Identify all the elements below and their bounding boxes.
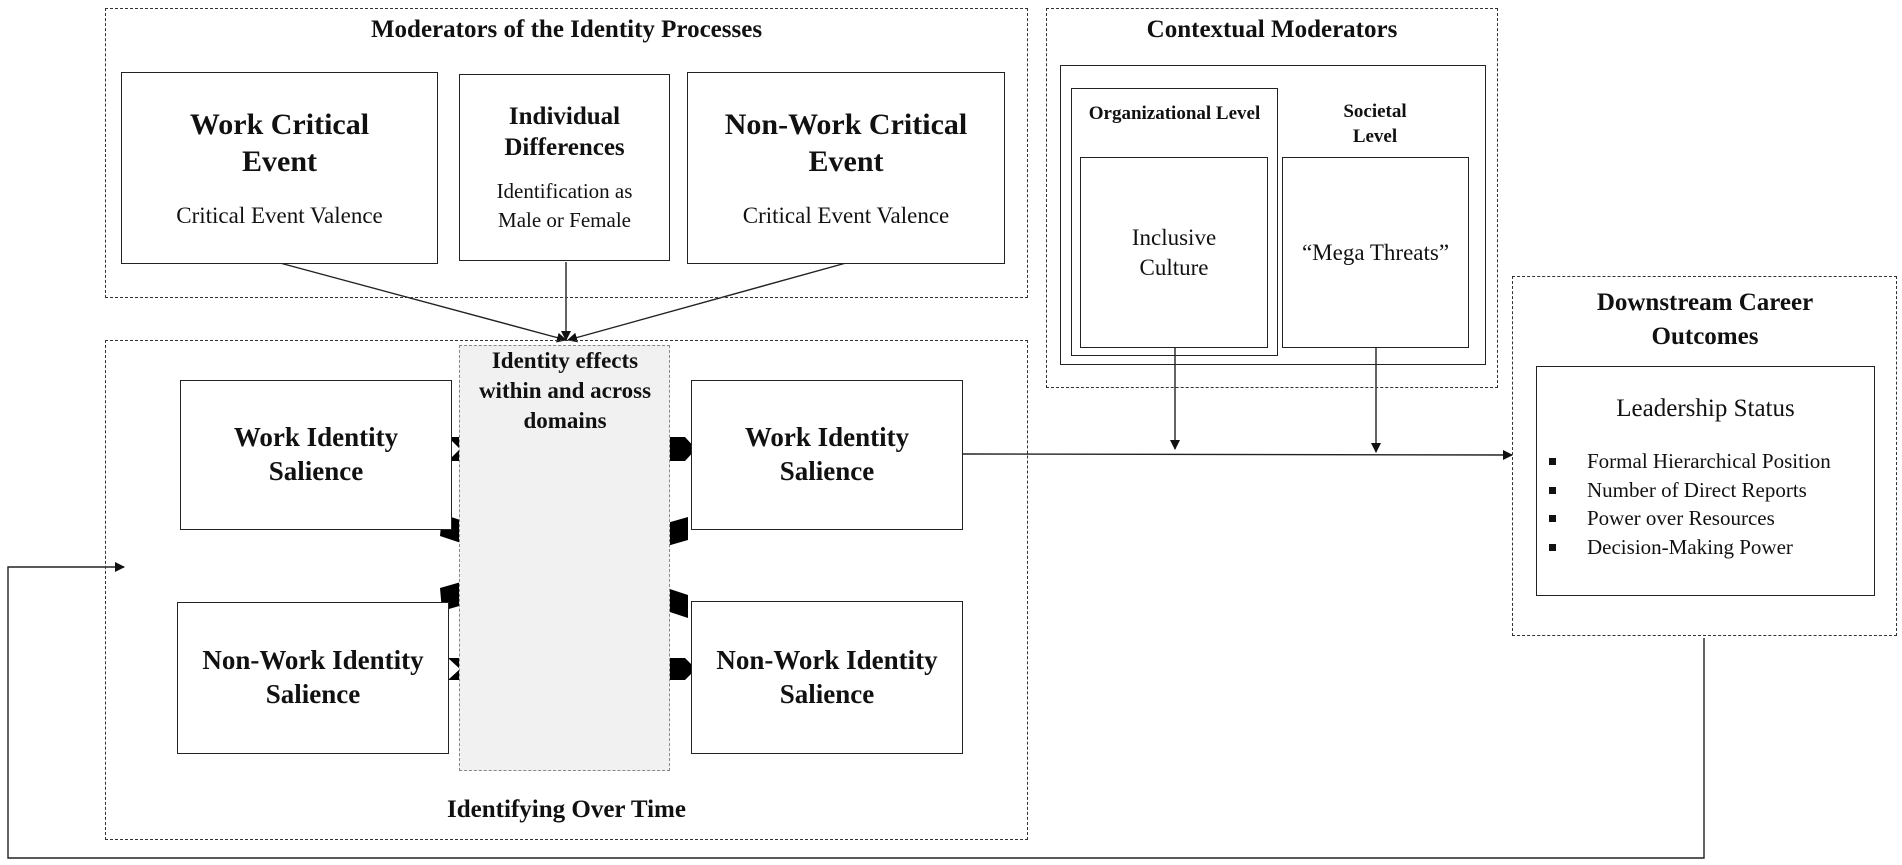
feedback-loop — [7, 562, 1705, 859]
arrow-nonwork-event — [567, 262, 847, 343]
leadership-status-list: Formal Hierarchical Position Number of D… — [1537, 447, 1874, 561]
work-identity-left-text: Work Identity Salience — [233, 422, 399, 486]
contextual-inner-box — [1060, 65, 1486, 365]
outcomes-title: Downstream Career Outcomes — [1596, 289, 1814, 350]
individual-differences-text: Identification as Male or Female — [496, 179, 633, 232]
outcome-item: Decision-Making Power — [1537, 533, 1874, 562]
identity-effects-label: Identity effects within and across domai… — [478, 348, 652, 433]
work-critical-event-box: Work Critical Event Critical Event Valen… — [121, 72, 438, 264]
organizational-level-box — [1071, 88, 1278, 356]
work-critical-event-title: Work Critical Event — [189, 107, 370, 179]
nonwork-critical-event-valence: Critical Event Valence — [742, 202, 950, 228]
societal-level-label: Societal Level — [1343, 101, 1407, 147]
nonwork-identity-salience-right: Non-Work Identity Salience — [691, 601, 963, 754]
contextual-title: Contextual Moderators — [1146, 16, 1398, 43]
outcomes-panel — [1512, 276, 1897, 636]
outcome-item: Formal Hierarchical Position — [1537, 447, 1874, 476]
nonwork-identity-left-text: Non-Work Identity Salience — [202, 645, 424, 709]
outcome-item: Number of Direct Reports — [1537, 476, 1874, 505]
leadership-status-box: Leadership Status Formal Hierarchical Po… — [1536, 366, 1875, 596]
inclusive-culture-box: Inclusive Culture — [1080, 157, 1268, 348]
mega-threats-text: “Mega Threats” — [1301, 239, 1450, 265]
work-identity-salience-right: Work Identity Salience — [691, 380, 963, 530]
individual-differences-box: Individual Differences Identification as… — [459, 74, 670, 261]
mega-threats-box: “Mega Threats” — [1282, 157, 1469, 348]
identifying-title: Identifying Over Time — [447, 796, 686, 823]
nonwork-identity-right-text: Non-Work Identity Salience — [716, 644, 938, 709]
contextual-panel — [1046, 8, 1498, 388]
outcome-item: Power over Resources — [1537, 504, 1874, 533]
inclusive-culture-text: Inclusive Culture — [1131, 224, 1217, 280]
organizational-level-label: Organizational Level — [1088, 103, 1261, 124]
individual-differences-title: Individual Differences — [504, 102, 625, 162]
moderators-title: Moderators of the Identity Processes — [370, 16, 763, 43]
nonwork-identity-salience-left: Non-Work Identity Salience — [177, 602, 449, 754]
work-critical-event-valence: Critical Event Valence — [176, 202, 383, 228]
identifying-panel — [105, 340, 1028, 840]
moderators-panel — [105, 8, 1028, 298]
work-identity-right-text: Work Identity Salience — [744, 422, 910, 486]
leadership-status-title: Leadership Status — [1616, 395, 1795, 422]
nonwork-critical-event-box: Non-Work Critical Event Critical Event V… — [687, 72, 1005, 264]
work-identity-salience-left: Work Identity Salience — [180, 380, 452, 530]
nonwork-critical-event-title: Non-Work Critical Event — [724, 107, 968, 179]
identity-effects-band — [459, 345, 670, 771]
arrow-to-outcomes — [961, 449, 1513, 460]
arrow-work-event — [279, 262, 567, 343]
